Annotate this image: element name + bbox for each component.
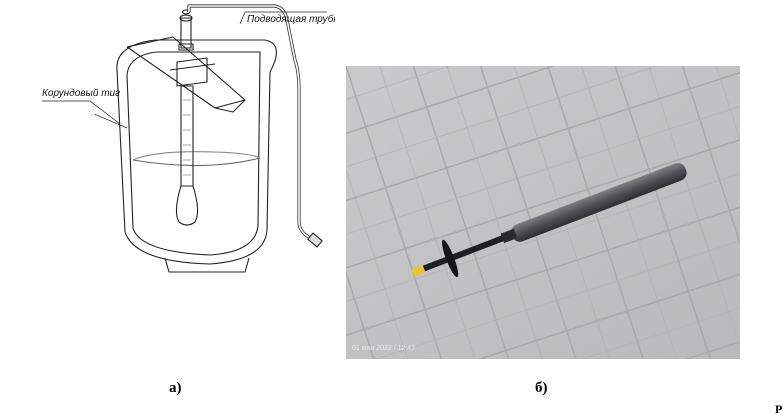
rod-photograph: 01 мая 2022 / 12:47 <box>346 66 740 359</box>
photo-timestamp: 01 мая 2022 / 12:47 <box>352 345 415 352</box>
crucible-schematic: Подводящая трубка <box>95 4 335 273</box>
rod-body <box>511 163 687 242</box>
rod-tip <box>411 265 425 277</box>
label-supply-tube: Подводящая трубка <box>247 13 335 25</box>
rod-disc <box>442 239 459 278</box>
edge-text-fragment: Р <box>775 402 783 416</box>
crucible-label-group: Корундовый тигель <box>42 88 120 125</box>
caption-a: а) <box>169 380 182 396</box>
label-crucible: Корундовый тигель <box>42 88 120 99</box>
caption-b: б) <box>535 380 548 396</box>
rod-stem <box>421 231 515 273</box>
